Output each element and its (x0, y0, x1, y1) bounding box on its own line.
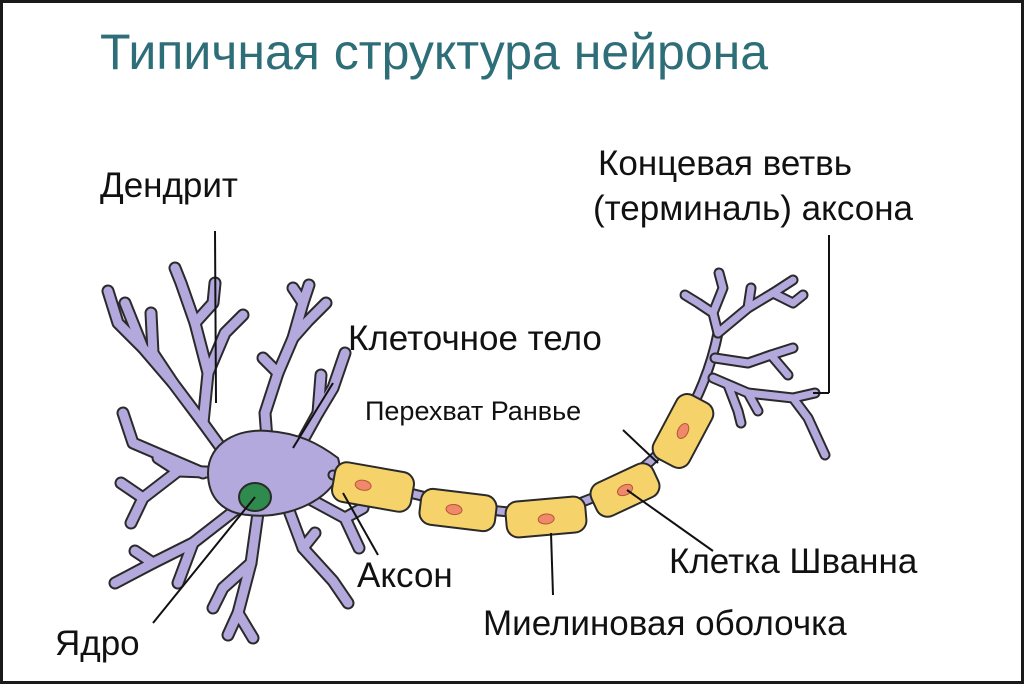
leader-lines (152, 230, 830, 624)
neuron-diagram: Типичная структура нейрона (55, 24, 918, 663)
myelin-sheath (331, 393, 715, 539)
label-terminal-line2: (терминаль) аксона (593, 189, 914, 228)
schwann-cell (331, 461, 415, 513)
label-cell-body: Клеточное тело (348, 319, 602, 358)
page-title: Типичная структура нейрона (100, 24, 768, 80)
label-myelin-sheath: Миелиновая оболочка (483, 604, 847, 643)
schwann-cell (651, 393, 715, 469)
schwann-cell (504, 495, 588, 539)
leader-nucleus (152, 496, 256, 624)
label-dendrite: Дендрит (100, 166, 238, 205)
leader-schwann (626, 489, 714, 552)
leader-myelin (550, 532, 554, 596)
label-node-ranvier: Перехват Ранвье (365, 396, 581, 426)
label-nucleus: Ядро (55, 624, 140, 663)
schwann-cell (589, 462, 661, 518)
label-schwann-cell: Клетка Шванна (669, 542, 918, 581)
label-axon: Аксон (357, 556, 453, 595)
leader-axon (342, 492, 379, 556)
leader-dendrite (214, 230, 217, 404)
leader-node-ranvier (622, 429, 659, 464)
schwann-cell (418, 487, 498, 533)
axon-terminal (681, 269, 829, 459)
leader-cell-body (292, 382, 334, 449)
label-terminal-line1: Концевая ветвь (598, 144, 852, 183)
